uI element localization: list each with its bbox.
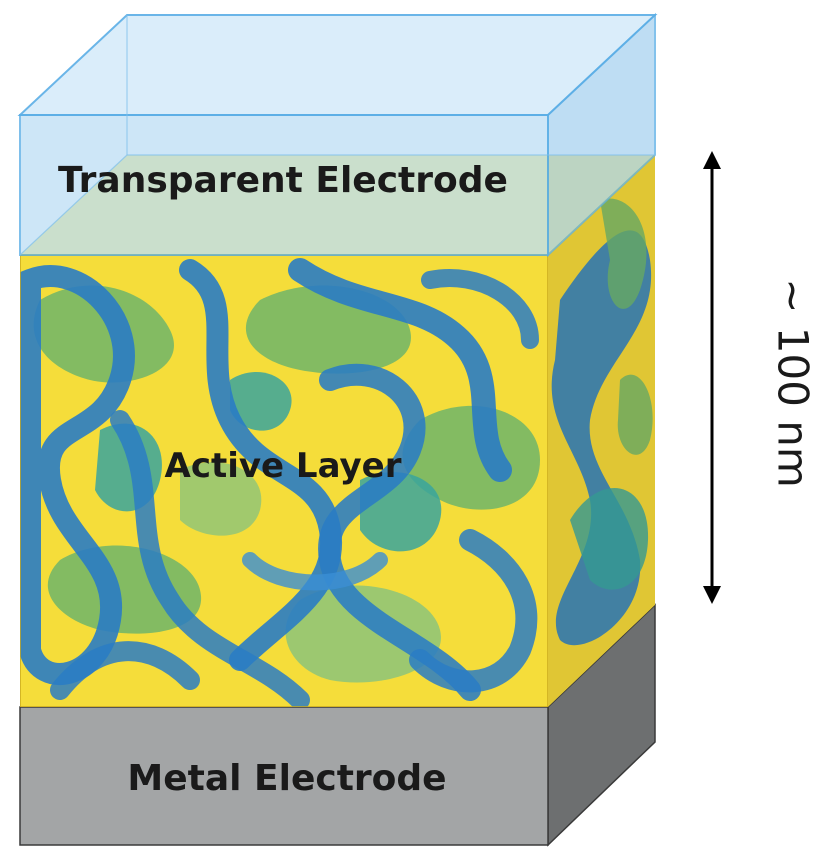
active-layer-label: Active Layer: [165, 446, 402, 486]
active-layer-front: [20, 255, 548, 707]
transparent-electrode: [17, 12, 658, 258]
metal-electrode-front: [19, 706, 549, 846]
active-layer: [20, 155, 655, 707]
thickness-label: ~ 100 nm: [769, 278, 818, 488]
metal-electrode-label: Metal Electrode: [127, 758, 446, 799]
transparent-electrode-top: [17, 14, 658, 116]
transparent-electrode-front: [19, 114, 549, 256]
transparent-electrode-label: Transparent Electrode: [58, 160, 508, 201]
active-layer-side: [548, 155, 655, 707]
